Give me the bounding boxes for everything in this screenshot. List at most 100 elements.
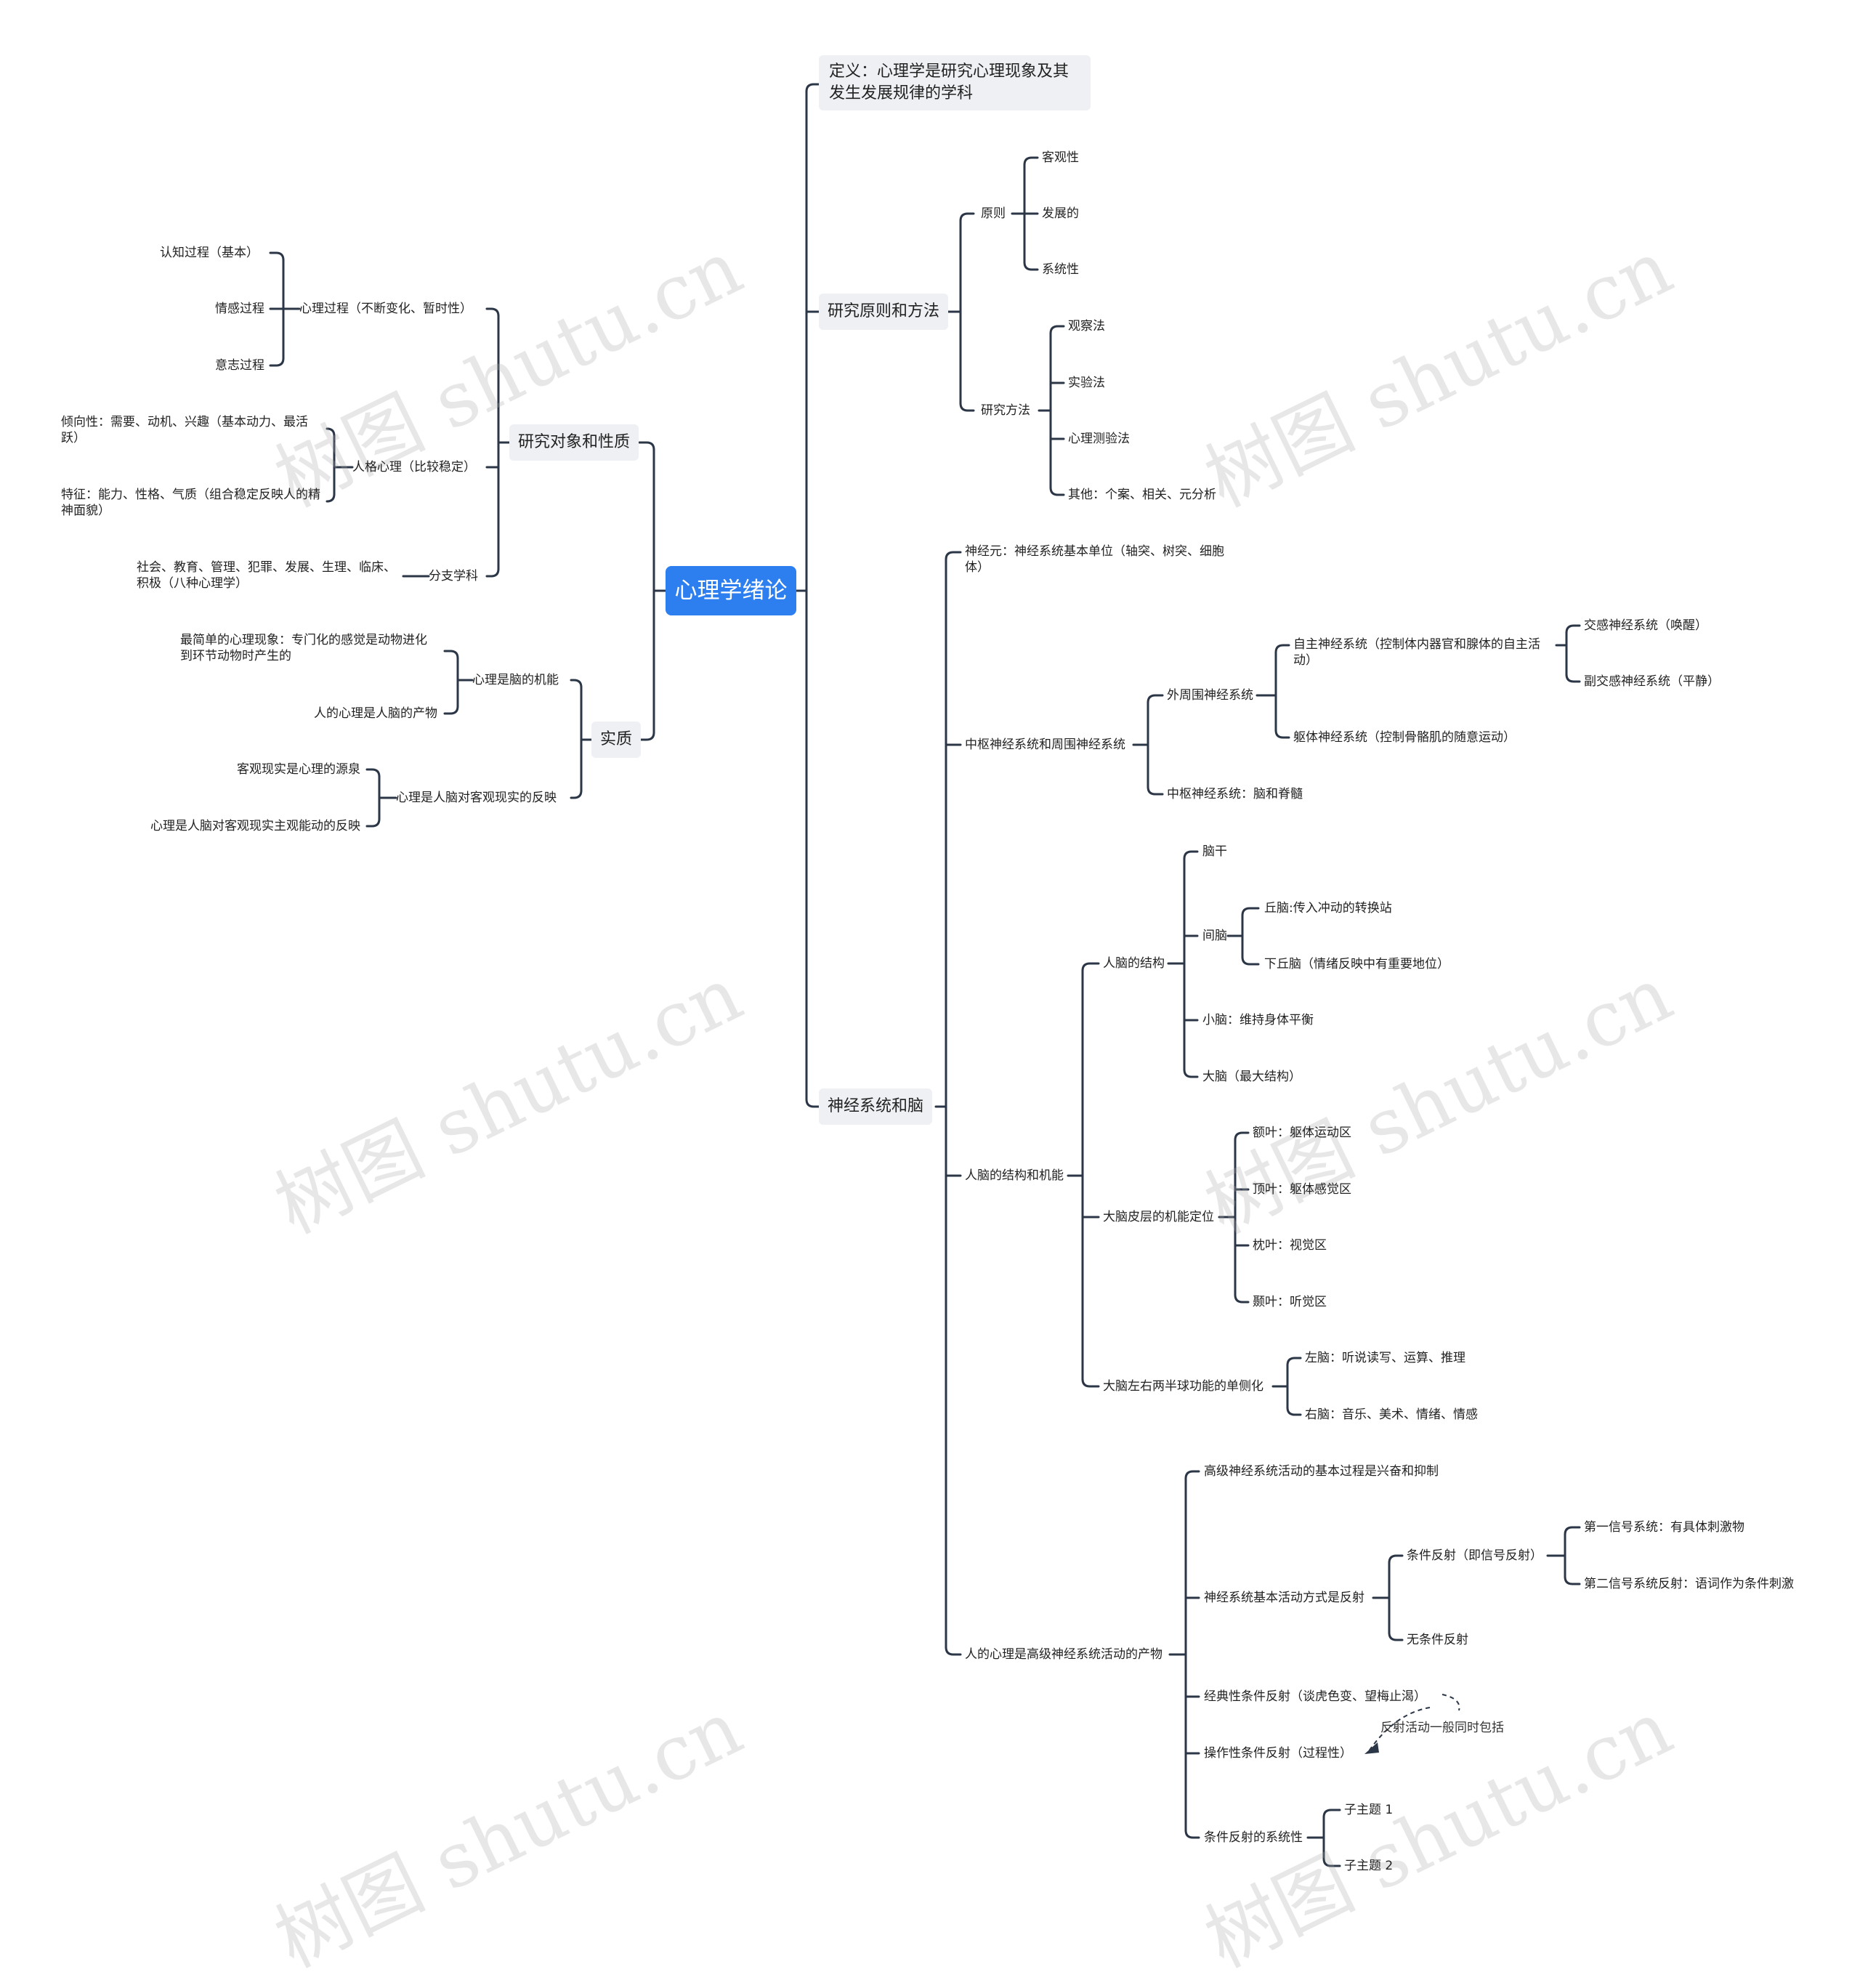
connector-branch bbox=[1234, 1131, 1250, 1142]
topic-study-object[interactable]: 研究对象和性质 bbox=[509, 424, 639, 461]
topic-hemisphere[interactable]: 大脑左右两半球功能的单侧化 bbox=[1103, 1379, 1263, 1394]
connector-branch bbox=[1274, 729, 1290, 739]
leaf-right-brain[interactable]: 右脑：音乐、美术、情绪、情感 bbox=[1305, 1407, 1478, 1422]
leaf-neuron[interactable]: 神经元：神经系统基本单位（轴突、树突、细胞体） bbox=[965, 544, 1224, 575]
connector-branch bbox=[1564, 1575, 1581, 1585]
connector-branch bbox=[485, 307, 500, 318]
leaf-first-signal[interactable]: 第一信号系统：有具体刺激物 bbox=[1584, 1520, 1744, 1535]
topic-reflex-systematic[interactable]: 条件反射的系统性 bbox=[1204, 1830, 1303, 1845]
leaf-sympathetic[interactable]: 交感神经系统（唤醒） bbox=[1584, 618, 1707, 633]
leaf-eight-psychologies[interactable]: 社会、教育、管理、犯罪、发展、生理、临床、积极（八种心理学） bbox=[137, 560, 396, 591]
leaf-characteristics[interactable]: 特征：能力、性格、气质（组合稳定反映人的精神面貌） bbox=[61, 488, 320, 518]
relation-arrowhead bbox=[1364, 1742, 1379, 1754]
topic-reflection[interactable]: 心理是人脑对客观现实的反映 bbox=[396, 791, 557, 805]
topic-reflex[interactable]: 神经系统基本活动方式是反射 bbox=[1204, 1591, 1364, 1605]
topic-definition[interactable]: 定义：心理学是研究心理现象及其发生发展规律的学科 bbox=[819, 55, 1091, 110]
relation-connector bbox=[1368, 1694, 1460, 1752]
topic-brain-function[interactable]: 心理是脑的机能 bbox=[472, 673, 559, 687]
topic-autonomic[interactable]: 自主神经系统（控制体内器官和腺体的自主活动） bbox=[1293, 637, 1540, 668]
topic-cns-pns[interactable]: 中枢神经系统和周围神经系统 bbox=[965, 738, 1125, 752]
connector-branch bbox=[638, 731, 655, 741]
topic-mental-process[interactable]: 心理过程（不断变化、暂时性） bbox=[299, 302, 472, 316]
connector-branch bbox=[945, 551, 962, 561]
leaf-parasympathetic[interactable]: 副交感神经系统（平静） bbox=[1584, 674, 1720, 689]
leaf-observation[interactable]: 观察法 bbox=[1068, 319, 1105, 334]
topic-diencephalon[interactable]: 间脑 bbox=[1202, 929, 1227, 943]
leaf-experiment[interactable]: 实验法 bbox=[1068, 376, 1105, 390]
mind-map-canvas: 树图 shutu.cn 树图 shutu.cn 树图 shutu.cn 树图 s… bbox=[61, 55, 1794, 1984]
leaf-parietal-lobe[interactable]: 顶叶：躯体感觉区 bbox=[1253, 1182, 1351, 1197]
leaf-active-reflection[interactable]: 心理是人脑对客观现实主观能动的反映 bbox=[150, 819, 360, 833]
leaf-second-signal[interactable]: 第二信号系统反射：语词作为条件刺激 bbox=[1584, 1577, 1794, 1591]
leaf-reality-source[interactable]: 客观现实是心理的源泉 bbox=[237, 762, 360, 777]
leaf-thalamus[interactable]: 丘脑:传入冲动的转换站 bbox=[1264, 901, 1392, 916]
leaf-cerebellum[interactable]: 小脑：维持身体平衡 bbox=[1202, 1013, 1314, 1027]
topic-branch-disciplines[interactable]: 分支学科 bbox=[429, 569, 478, 583]
leaf-objectivity[interactable]: 客观性 bbox=[1042, 150, 1079, 165]
leaf-cognitive-process[interactable]: 认知过程（基本） bbox=[160, 246, 259, 260]
leaf-subtopic-2[interactable]: 子主题 2 bbox=[1344, 1859, 1394, 1873]
leaf-emotion-process[interactable]: 情感过程 bbox=[215, 302, 264, 316]
topic-cortex-localization[interactable]: 大脑皮层的机能定位 bbox=[1103, 1210, 1214, 1224]
leaf-hypothalamus[interactable]: 下丘脑（情绪反映中有重要地位） bbox=[1264, 957, 1449, 971]
connector-branch bbox=[1081, 1378, 1100, 1388]
leaf-brainstem[interactable]: 脑干 bbox=[1202, 844, 1227, 859]
leaf-somatic[interactable]: 躯体神经系统（控制骨骼肌的随意运动） bbox=[1293, 730, 1516, 745]
connector-branch bbox=[1023, 261, 1039, 271]
leaf-left-brain[interactable]: 左脑：听说读写、运算、推理 bbox=[1305, 1351, 1465, 1365]
root-topic[interactable]: 心理学绪论 bbox=[666, 566, 796, 615]
topic-nervous-system[interactable]: 神经系统和脑 bbox=[819, 1088, 933, 1125]
leaf-tendency[interactable]: 倾向性：需要、动机、兴趣（基本动力、最活跃） bbox=[61, 415, 308, 445]
topic-research-method[interactable]: 研究方法 bbox=[981, 403, 1030, 418]
connector-branch bbox=[805, 83, 820, 93]
connector-branch bbox=[1241, 907, 1260, 917]
connector-branch bbox=[1322, 1809, 1341, 1819]
connector-branch bbox=[959, 402, 975, 412]
connector-branch bbox=[1183, 1068, 1199, 1078]
leaf-developmental[interactable]: 发展的 bbox=[1042, 206, 1079, 221]
connector-branch bbox=[1286, 1406, 1302, 1416]
connector-branch bbox=[443, 705, 459, 715]
leaf-operant-conditioning[interactable]: 操作性条件反射（过程性） bbox=[1204, 1746, 1352, 1761]
topic-peripheral[interactable]: 外周围神经系统 bbox=[1167, 688, 1253, 703]
leaf-simplest-phenomenon[interactable]: 最简单的心理现象：专门化的感觉是动物进化到环节动物时产生的 bbox=[180, 633, 427, 663]
leaf-frontal-lobe[interactable]: 额叶：躯体运动区 bbox=[1253, 1126, 1351, 1140]
connector-branch bbox=[959, 212, 975, 222]
connector-branch bbox=[485, 567, 500, 578]
leaf-temporal-lobe[interactable]: 颞叶：听觉区 bbox=[1253, 1295, 1327, 1309]
leaf-psych-test[interactable]: 心理测验法 bbox=[1068, 432, 1130, 446]
connector-branch bbox=[1147, 785, 1164, 796]
topic-brain-structure-function[interactable]: 人脑的结构和机能 bbox=[965, 1168, 1064, 1183]
leaf-brain-product[interactable]: 人的心理是人脑的产物 bbox=[314, 706, 437, 721]
leaf-other-methods[interactable]: 其他：个案、相关、元分析 bbox=[1068, 488, 1216, 502]
leaf-central[interactable]: 中枢神经系统：脑和脊髓 bbox=[1167, 787, 1303, 801]
leaf-systematic[interactable]: 系统性 bbox=[1042, 262, 1079, 277]
connector-branch bbox=[1565, 624, 1581, 634]
leaf-will-process[interactable]: 意志过程 bbox=[215, 358, 264, 373]
leaf-basic-process[interactable]: 高级神经系统活动的基本过程是兴奋和抑制 bbox=[1204, 1464, 1439, 1479]
connector-branch bbox=[1081, 962, 1100, 972]
connector-branch bbox=[1274, 644, 1290, 654]
connector-branch bbox=[1234, 1293, 1250, 1304]
connector-branch bbox=[326, 493, 336, 503]
leaf-occipital-lobe[interactable]: 枕叶：视觉区 bbox=[1253, 1238, 1327, 1253]
topic-principle[interactable]: 原则 bbox=[981, 206, 1006, 221]
connector-branch bbox=[326, 427, 336, 437]
connector-branch bbox=[269, 251, 285, 262]
leaf-cerebrum[interactable]: 大脑（最大结构） bbox=[1202, 1070, 1301, 1084]
leaf-classical-conditioning[interactable]: 经典性条件反射（谈虎色变、望梅止渴） bbox=[1204, 1689, 1426, 1704]
topic-higher-nervous[interactable]: 人的心理是高级神经系统活动的产物 bbox=[965, 1647, 1162, 1662]
connector-branch bbox=[1241, 955, 1260, 966]
topic-personality[interactable]: 人格心理（比较稳定） bbox=[352, 460, 476, 474]
connector-branch bbox=[1183, 850, 1199, 860]
topic-brain-structure[interactable]: 人脑的结构 bbox=[1103, 956, 1165, 971]
connector-branch bbox=[1388, 1631, 1404, 1641]
topic-principles-methods[interactable]: 研究原则和方法 bbox=[819, 294, 949, 330]
connector-branch bbox=[945, 1646, 962, 1656]
connector-branch bbox=[1565, 673, 1581, 683]
leaf-unconditioned[interactable]: 无条件反射 bbox=[1407, 1633, 1468, 1647]
leaf-subtopic-1[interactable]: 子主题 1 bbox=[1344, 1803, 1394, 1817]
topic-conditioned-reflex[interactable]: 条件反射（即信号反射） bbox=[1407, 1548, 1542, 1563]
topic-essence[interactable]: 实质 bbox=[591, 722, 642, 758]
connector-branch bbox=[1286, 1357, 1302, 1367]
